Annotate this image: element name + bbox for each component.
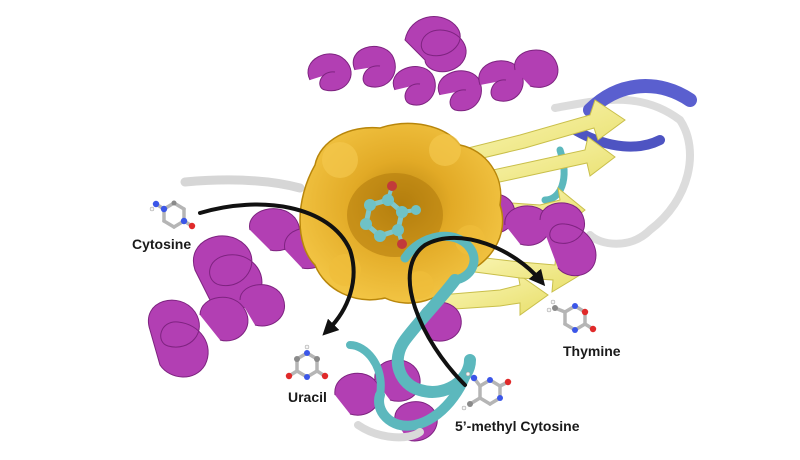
cytosine-label: Cytosine [132, 236, 192, 252]
bound-ligand [360, 181, 421, 249]
cyan-coils [346, 231, 479, 442]
arrow-cytosine-to-uracil [198, 202, 356, 336]
thymine-label: Thymine [563, 343, 621, 359]
reaction-arrows [198, 202, 546, 387]
thymine-molecule-icon [546, 299, 597, 333]
methyl-cytosine-label: 5’-methyl Cytosine [455, 418, 580, 434]
uracil-label: Uracil [288, 389, 327, 405]
arrow-methylcytosine-to-thymine [407, 235, 546, 387]
methylcytosine-molecule-icon [461, 371, 512, 411]
cytosine-molecule-icon [149, 200, 196, 230]
uracil-molecule-icon [285, 344, 329, 380]
